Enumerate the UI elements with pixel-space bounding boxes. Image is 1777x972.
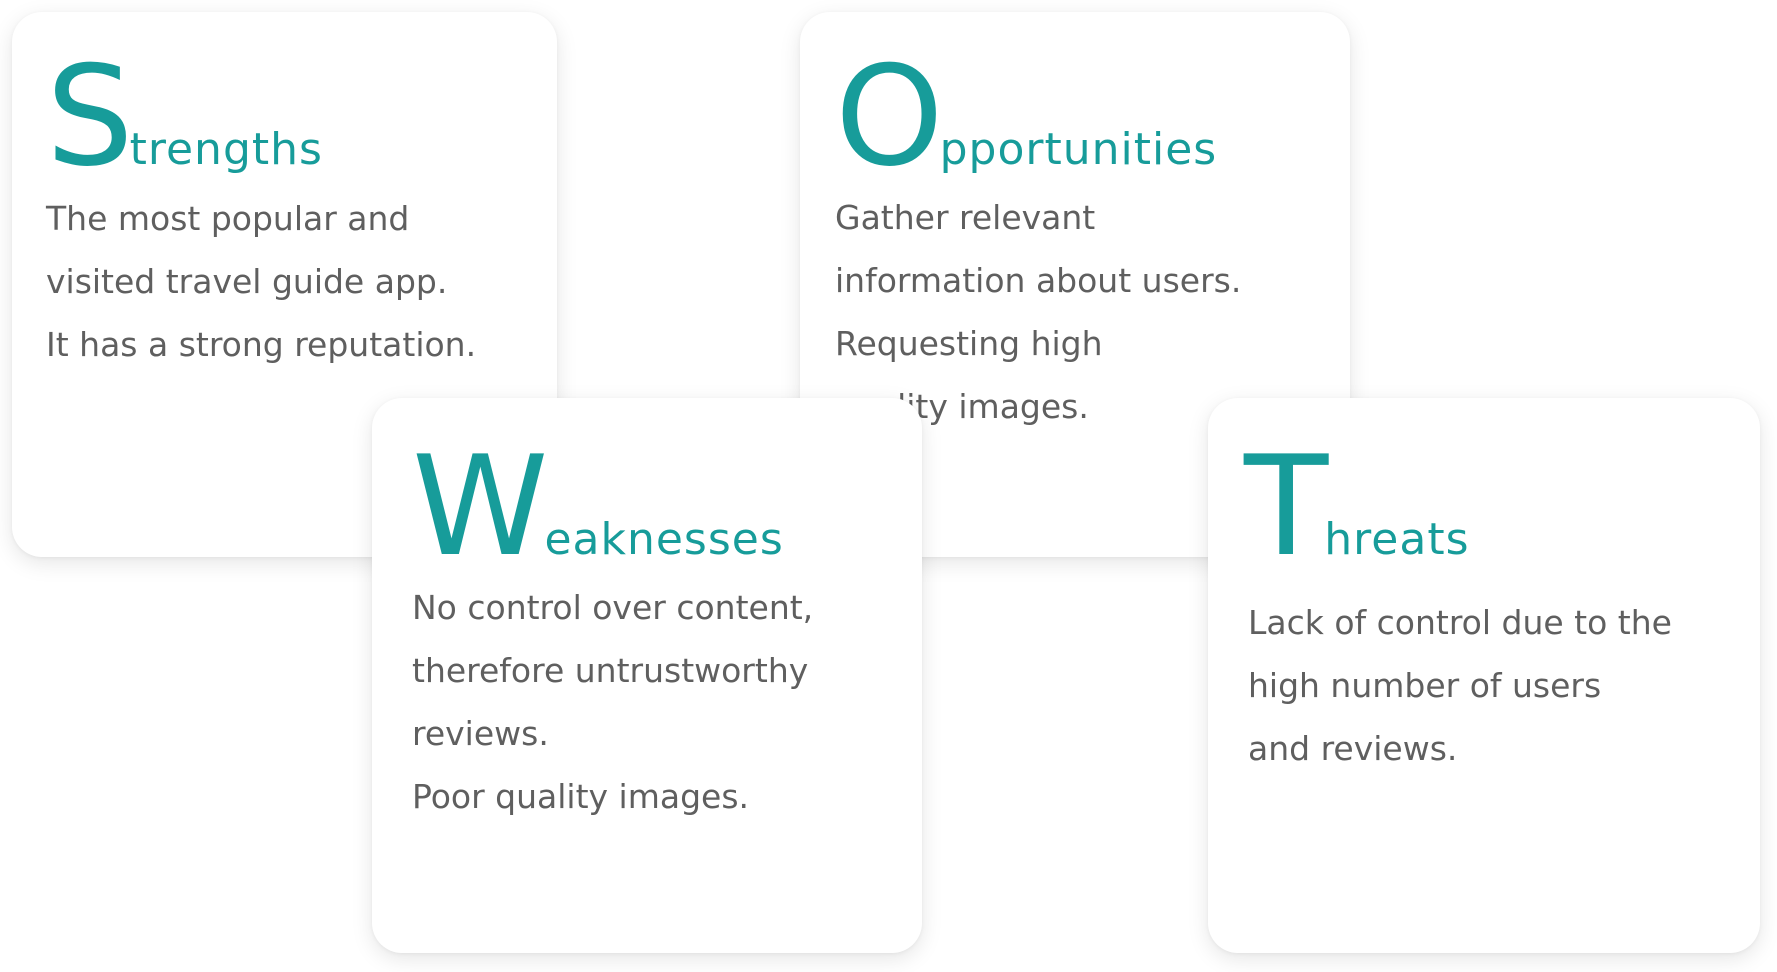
strengths-line: visited travel guide app.	[46, 262, 448, 301]
strengths-line: The most popular and	[46, 199, 410, 238]
threats-title-initial: T	[1244, 426, 1328, 587]
weaknesses-card: Weaknesses No control over content, ther…	[372, 398, 922, 953]
opportunities-line: information about users.	[835, 261, 1242, 300]
strengths-title-rest: trengths	[129, 124, 323, 175]
threats-card: Threats Lack of control due to the high …	[1208, 398, 1760, 953]
threats-line: and reviews.	[1248, 729, 1458, 768]
opportunities-line: Gather relevant	[835, 198, 1096, 237]
strengths-line: It has a strong reputation.	[46, 325, 477, 364]
threats-title-rest: hreats	[1324, 514, 1470, 565]
strengths-title-initial: S	[46, 36, 134, 197]
opportunities-title: Opportunities	[835, 48, 1217, 186]
weaknesses-line: Poor quality images.	[412, 777, 750, 816]
threats-description: Lack of control due to the high number o…	[1248, 591, 1672, 780]
opportunities-title-rest: pportunities	[939, 124, 1218, 175]
weaknesses-title-initial: W	[412, 426, 548, 587]
weaknesses-title-rest: eaknesses	[544, 514, 784, 565]
strengths-description: The most popular and visited travel guid…	[46, 187, 476, 376]
threats-line: high number of users	[1248, 666, 1602, 705]
opportunities-title-initial: O	[835, 36, 944, 197]
weaknesses-line: No control over content,	[412, 588, 814, 627]
weaknesses-title: Weaknesses	[412, 438, 784, 576]
strengths-title: Strengths	[46, 48, 323, 186]
weaknesses-description: No control over content, therefore untru…	[412, 576, 813, 828]
opportunities-line: Requesting high	[835, 324, 1103, 363]
weaknesses-line: therefore untrustworthy	[412, 651, 809, 690]
opportunities-description: Gather relevant information about users.…	[835, 186, 1241, 438]
weaknesses-line: reviews.	[412, 714, 549, 753]
threats-line: Lack of control due to the	[1248, 603, 1672, 642]
strengths-card: Strengths The most popular and visited t…	[12, 12, 557, 557]
threats-title: Threats	[1244, 438, 1470, 576]
